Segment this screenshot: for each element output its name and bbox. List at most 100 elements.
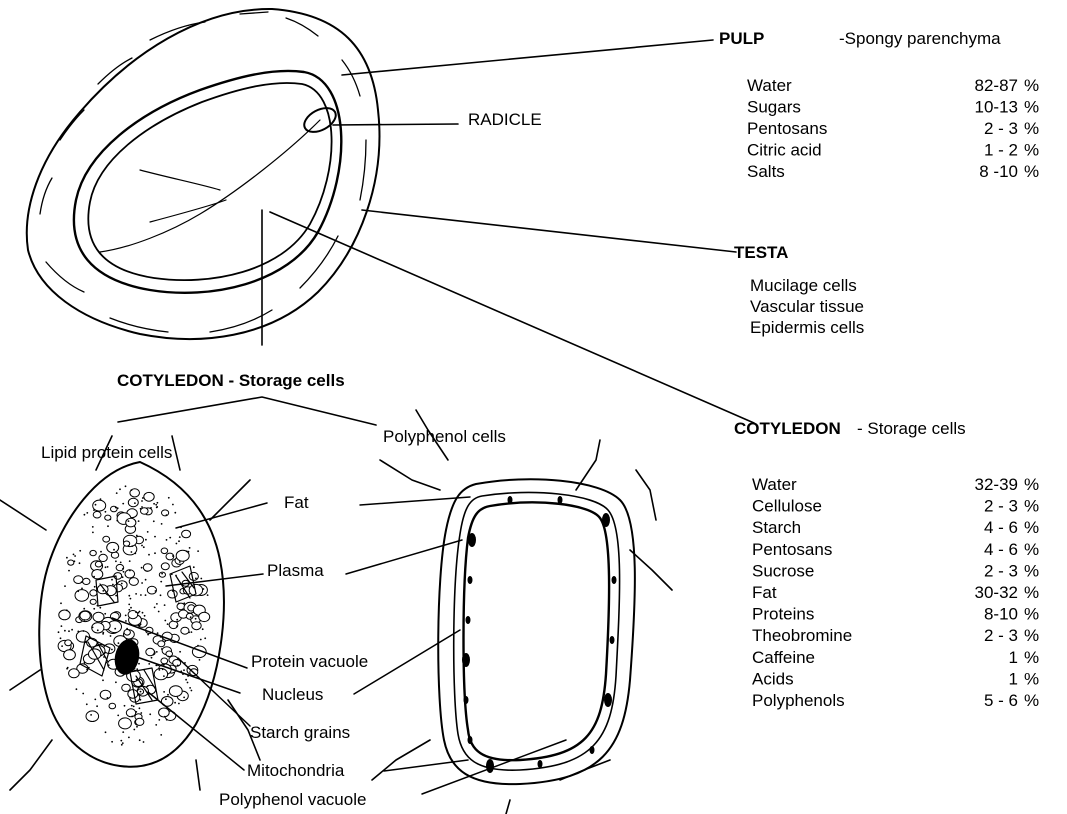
plasma-speck xyxy=(160,734,162,736)
plasma-speck xyxy=(131,705,133,707)
plasma-speck xyxy=(66,609,68,611)
plasma-speck xyxy=(83,630,85,632)
plasma-speck xyxy=(195,578,197,580)
fat-globule xyxy=(80,611,90,620)
plasma-speck xyxy=(154,552,156,554)
fat-globule xyxy=(64,650,76,660)
plasma-speck xyxy=(141,545,143,547)
cotyledon-right-subtitle: - Storage cells xyxy=(857,419,966,438)
row-unit: % xyxy=(1024,540,1039,559)
plasma-speck xyxy=(107,697,109,699)
plasma-speck xyxy=(191,631,193,633)
plasma-speck xyxy=(140,712,142,714)
plasma-speck xyxy=(189,547,191,549)
plasma-speck xyxy=(111,579,113,581)
table-row: Cellulose2 - 3% xyxy=(752,497,1039,516)
plasma-speck xyxy=(129,560,131,562)
plasma-speck xyxy=(153,520,155,522)
plasma-speck xyxy=(143,546,145,548)
plasma-speck xyxy=(131,545,133,547)
row-name: Citric acid xyxy=(747,141,822,160)
plasma-speck xyxy=(142,497,144,499)
row-name: Starch xyxy=(752,518,801,537)
plasma-speck xyxy=(92,532,94,534)
plasma-speck xyxy=(122,503,124,505)
lipid-protein-cells-label: Lipid protein cells xyxy=(41,443,172,462)
row-unit: % xyxy=(1024,475,1039,494)
plasma-speck xyxy=(82,693,84,695)
plasma-speck xyxy=(136,535,138,537)
bean-cross-section xyxy=(27,9,380,339)
plasma-speck xyxy=(93,608,95,610)
table-row: Water82-87% xyxy=(747,76,1039,95)
plasma-speck xyxy=(177,665,179,667)
polyphenol-cell xyxy=(372,410,672,814)
fat-globule xyxy=(93,500,106,511)
plasma-speck xyxy=(141,567,143,569)
plasma-speck xyxy=(166,539,168,541)
plasma-speck xyxy=(160,594,162,596)
plasma-speck xyxy=(128,609,130,611)
table-row: Acids1% xyxy=(752,669,1039,688)
fat-globule xyxy=(68,560,74,565)
row-name: Theobromine xyxy=(752,626,852,645)
row-value: 1 xyxy=(1009,648,1018,667)
row-unit: % xyxy=(1024,141,1039,160)
fat-globule xyxy=(199,612,210,621)
table-row: Fat30-32% xyxy=(752,583,1039,602)
mitochondrion-granule xyxy=(468,576,473,584)
row-unit: % xyxy=(1024,98,1039,117)
plasma-speck xyxy=(131,489,133,491)
plasma-speck xyxy=(130,598,132,600)
plasma-speck xyxy=(139,611,141,613)
plasma-speck xyxy=(108,664,110,666)
pulp-leader xyxy=(342,40,713,75)
plasma-speck xyxy=(100,551,102,553)
mitochondrion-granule xyxy=(558,496,563,504)
table-row: Water32-39% xyxy=(752,475,1039,494)
plasma-speck xyxy=(185,679,187,681)
mitochondrion-granule xyxy=(604,693,612,707)
plasma-speck xyxy=(140,508,142,510)
fat-globule xyxy=(107,542,119,552)
table-row: Salts8 -10% xyxy=(747,162,1039,181)
plasma-speck xyxy=(73,554,75,556)
plasma-speck xyxy=(123,571,125,573)
table-row: Proteins8-10% xyxy=(752,605,1039,624)
testa-outline xyxy=(74,71,341,293)
fat-globule xyxy=(92,570,103,579)
plasma-speck xyxy=(190,616,192,618)
fat-globule xyxy=(141,508,149,514)
plasma-speck xyxy=(183,697,185,699)
fat-globule xyxy=(100,690,111,699)
mitochondrion-granule xyxy=(612,576,617,584)
fat-globule xyxy=(95,561,102,567)
plasma-speck xyxy=(115,595,117,597)
plasma-speck xyxy=(107,525,109,527)
fat-globule xyxy=(147,586,156,594)
row-value: 4 - 6 xyxy=(984,540,1018,559)
plasma-speck xyxy=(68,570,70,572)
plasma-speck xyxy=(142,612,144,614)
plasma-speck xyxy=(143,741,145,743)
plasma-speck xyxy=(64,630,66,632)
plasma-speck xyxy=(116,492,118,494)
radicle-label: RADICLE xyxy=(468,110,542,129)
plasma-speck xyxy=(135,711,137,713)
plasma-speck xyxy=(124,705,126,707)
table-row: Pentosans2 - 3% xyxy=(747,119,1039,138)
row-name: Water xyxy=(747,76,792,95)
row-value: 1 xyxy=(1009,669,1018,688)
mitochondrion-granule xyxy=(464,696,469,704)
fat-globule xyxy=(93,511,101,518)
plasma-speck xyxy=(109,519,111,521)
row-value: 2 - 3 xyxy=(984,561,1018,580)
plasma-speck xyxy=(200,639,202,641)
row-value: 30-32 xyxy=(975,583,1018,602)
plasma-speck xyxy=(86,512,88,514)
plasma-speck xyxy=(74,560,76,562)
fat-globule xyxy=(181,627,189,634)
plasma-speck xyxy=(79,550,81,552)
fat-globule xyxy=(90,550,96,555)
